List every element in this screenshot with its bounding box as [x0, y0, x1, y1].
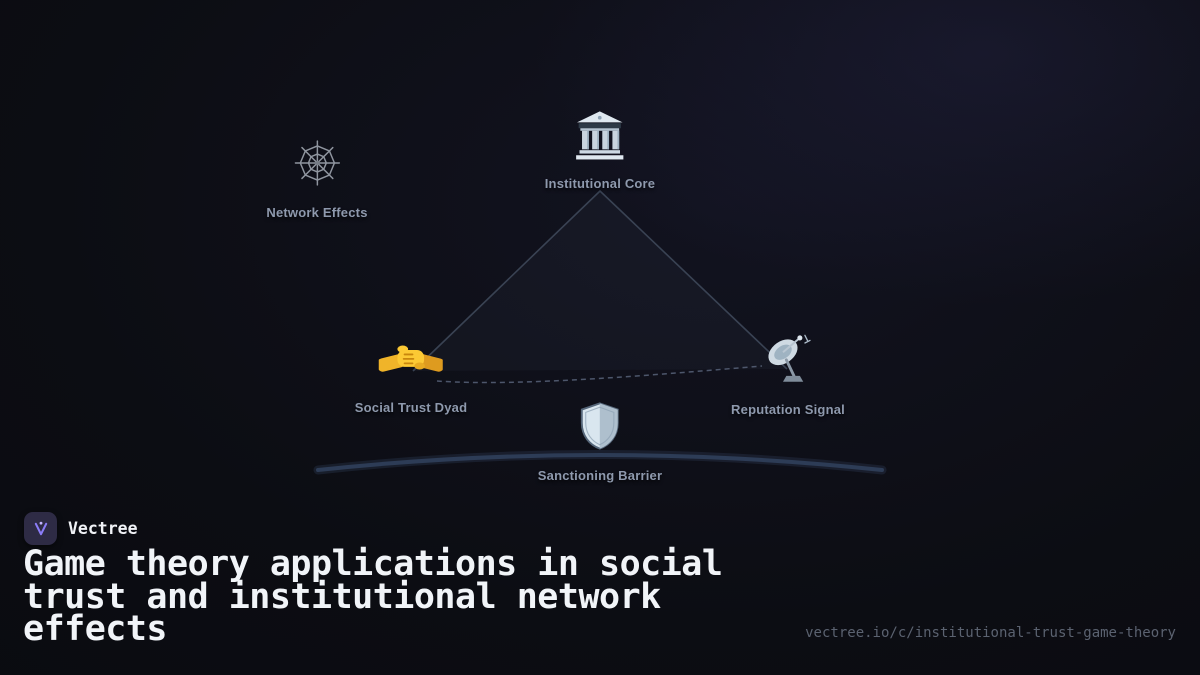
node-social-trust-dyad: Social Trust Dyad [355, 336, 468, 415]
node-label: Network Effects [266, 205, 368, 220]
node-label: Institutional Core [544, 176, 656, 191]
shield-icon [581, 402, 619, 450]
node-sanctioning-barrier: Sanctioning Barrier [538, 401, 662, 483]
brand-name: Vectree [68, 519, 138, 538]
node-reputation-signal: Reputation Signal [731, 332, 845, 417]
node-label: Social Trust Dyad [354, 400, 468, 415]
triangle-fill [413, 191, 787, 371]
vectree-logo-glyph [34, 521, 47, 535]
node-label: Reputation Signal [731, 402, 845, 417]
barrier-arc [316, 453, 884, 472]
handshake-icon [379, 345, 443, 372]
vectree-logo [24, 512, 57, 545]
dashed-connection [436, 365, 763, 384]
node-label: Sanctioning Barrier [537, 468, 663, 483]
node-institutional-core: Institutional Core [545, 108, 656, 191]
satellite-dish-icon [768, 334, 811, 382]
page-url: vectree.io/c/institutional-trust-game-th… [805, 625, 1176, 641]
spider-web-icon [294, 140, 340, 186]
bank-icon [576, 111, 624, 160]
page-title: Game theory applications in social trust… [23, 544, 723, 649]
node-network-effects: Network Effects [266, 137, 367, 220]
triangle-edges [412, 189, 788, 372]
brand-row: Vectree [24, 512, 138, 545]
